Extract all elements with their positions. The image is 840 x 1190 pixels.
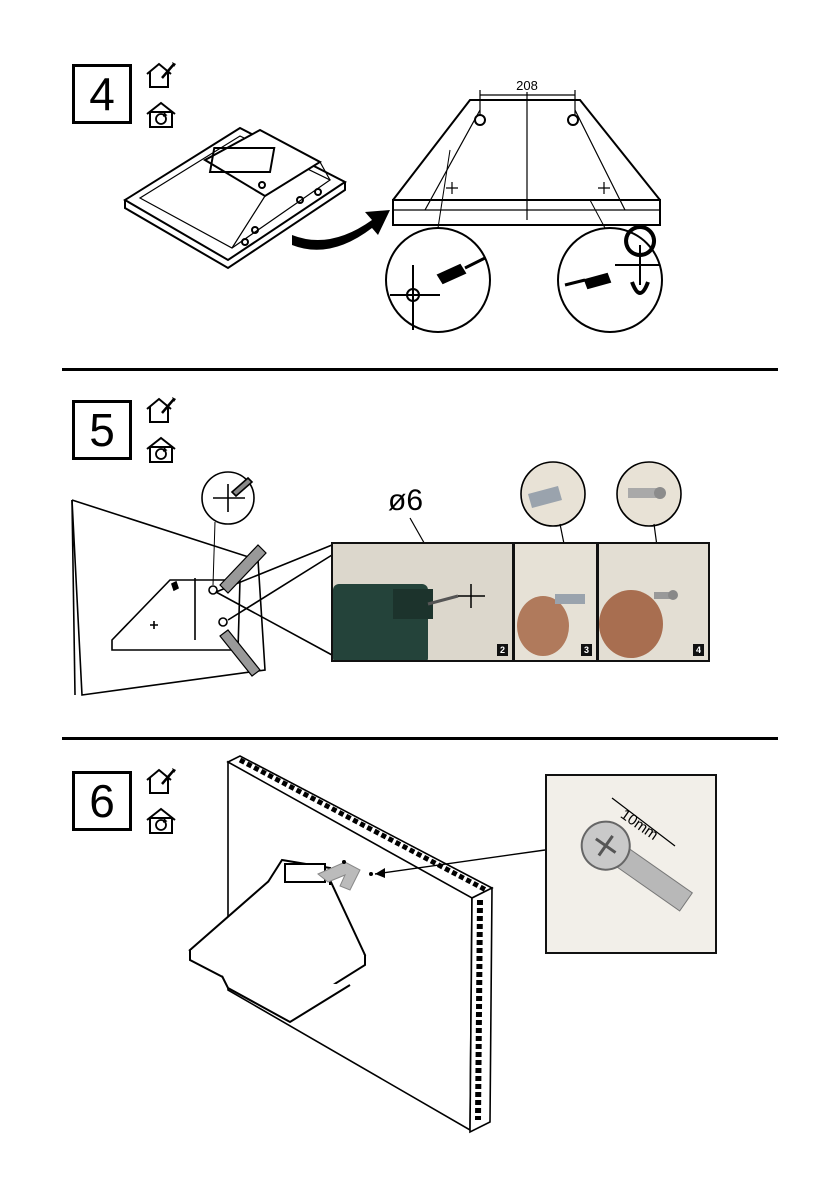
detail-circle-left xyxy=(386,150,490,332)
dimension-208: 208 xyxy=(516,78,538,93)
screw-image xyxy=(547,776,717,954)
step-4-drawing: 208 xyxy=(0,70,840,360)
photo-screw-insert: 4 xyxy=(597,542,710,662)
hood-back-view xyxy=(393,90,660,225)
divider-1 xyxy=(62,368,778,371)
screw-photo: 10mm xyxy=(545,774,717,954)
divider-2 xyxy=(62,737,778,740)
step-5-label: 5 xyxy=(89,407,115,453)
house-pencil-icon xyxy=(144,395,178,425)
photo-plug-insert: 3 xyxy=(513,542,598,662)
wall-marking-sketch xyxy=(72,500,332,695)
photo-tag-2: 2 xyxy=(497,644,508,656)
step-5-number: 5 xyxy=(72,400,132,460)
drill-image xyxy=(333,544,514,662)
photo-tag-3: 3 xyxy=(581,644,592,656)
photo-tag-4: 4 xyxy=(693,644,704,656)
photo-drilling: 2 xyxy=(331,542,514,662)
drill-diameter-label: ø6 xyxy=(388,484,423,517)
